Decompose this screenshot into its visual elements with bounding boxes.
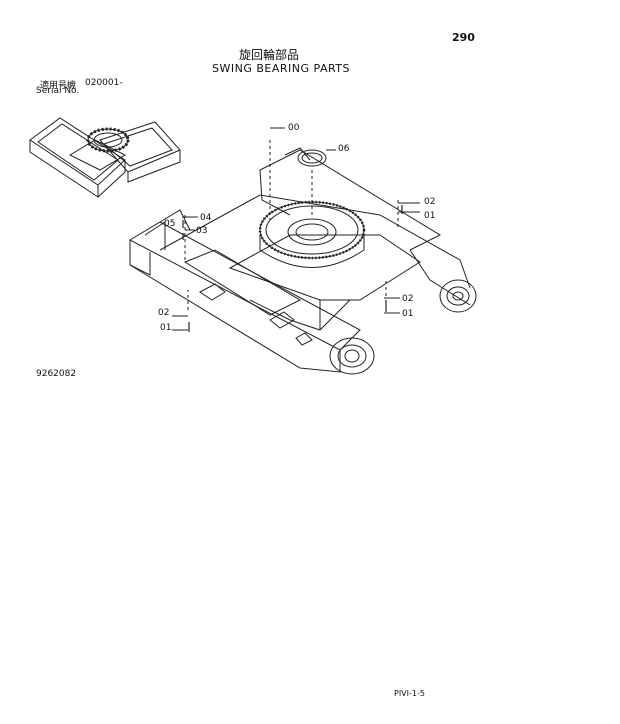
callout-01-right: 01 <box>402 309 414 319</box>
page-number: 290 <box>452 31 475 44</box>
serial-label: Serial No. <box>36 86 80 96</box>
serial-label-japanese: 適用号機 <box>40 81 77 91</box>
callout-03: 03 <box>196 226 208 236</box>
callout-00: 00 <box>288 123 300 133</box>
bolt-glyphs <box>182 205 403 332</box>
callout-05: 05 <box>164 219 176 229</box>
main-frame <box>128 127 477 375</box>
callout-04: 04 <box>200 213 212 223</box>
callout-06: 06 <box>338 144 350 154</box>
page-title: SWING BEARING PARTS <box>212 62 351 75</box>
drawing-number: 9262082 <box>36 369 77 379</box>
footer-code: PIVI-1-5 <box>394 689 425 698</box>
overview-thumbnail <box>29 117 181 198</box>
callout-02-right: 02 <box>402 294 414 304</box>
callout-02-left: 02 <box>158 308 170 318</box>
callout-01-left: 01 <box>160 323 172 333</box>
callout-01: 01 <box>424 211 436 221</box>
serial-code: 020001- <box>85 78 123 88</box>
callout-02: 02 <box>424 197 436 207</box>
page-title-japanese: 旋回輪部品 <box>239 48 300 62</box>
